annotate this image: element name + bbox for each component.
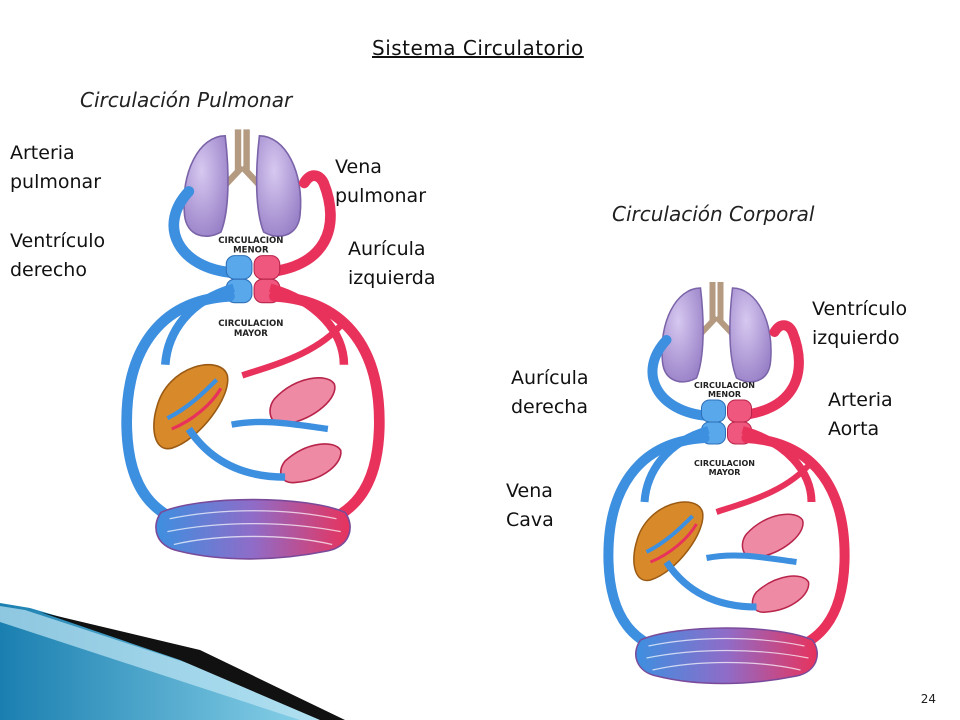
label-ventriculo-izquierdo: Ventrículo izquierdo [812, 298, 908, 349]
label-auricula-izquierda: Aurícula izquierda [348, 238, 436, 289]
label-arteria-aorta: Arteria Aorta [828, 389, 893, 440]
label-vena-pulmonar: Vena pulmonar [335, 156, 427, 207]
page-title: Sistema Circulatorio [372, 36, 584, 60]
label-ventriculo-derecho: Ventrículo derecho [10, 230, 106, 281]
section-title-corporal: Circulación Corporal [612, 202, 815, 226]
section-title-pulmonar: Circulación Pulmonar [80, 88, 293, 112]
label-arteria-pulmonar: Arteria pulmonar [10, 142, 102, 193]
label-auricula-derecha: Aurícula derecha [511, 367, 589, 418]
label-vena-cava: Vena Cava [506, 480, 554, 531]
slide-number: 24 [920, 692, 936, 706]
